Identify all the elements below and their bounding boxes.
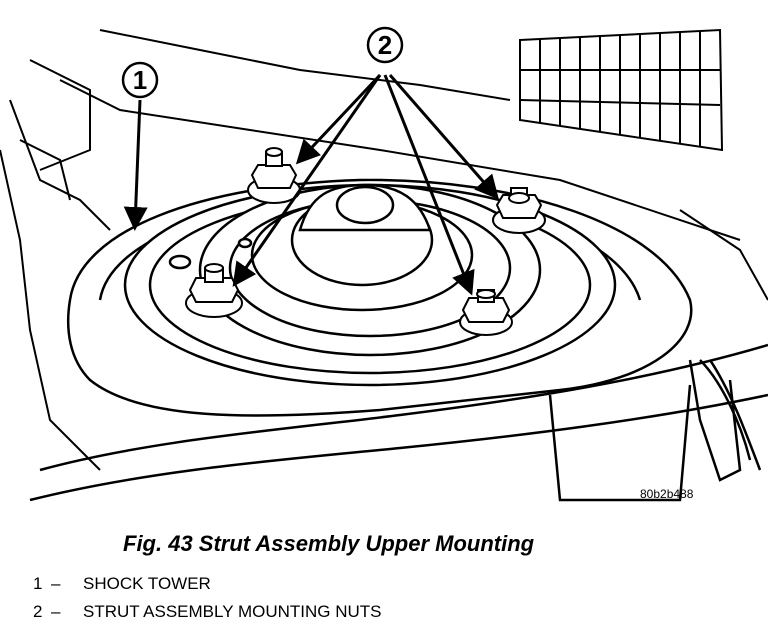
callout-2-number: 2: [378, 30, 392, 60]
legend-item-2: 2– STRUT ASSEMBLY MOUNTING NUTS: [33, 598, 382, 626]
legend-separator: –: [51, 602, 61, 621]
legend-number: 1: [33, 574, 43, 593]
callout-2-arrow-c: [383, 74, 475, 296]
fender: [29, 343, 768, 502]
callout-1-number: 1: [133, 65, 147, 95]
callout-1: 1: [121, 61, 159, 231]
legend-item-1: 1– SHOCK TOWER: [33, 570, 382, 598]
grille: [519, 28, 724, 152]
nut-bottom-right: [459, 289, 513, 336]
legend-separator: –: [51, 574, 61, 593]
callout-1-arrow: [123, 99, 148, 231]
legend: 1– SHOCK TOWER 2– STRUT ASSEMBLY MOUNTING …: [33, 570, 382, 626]
legend-number: 2: [33, 602, 43, 621]
nut-bottom-left: [185, 263, 243, 318]
figure-caption: Fig. 43 Strut Assembly Upper Mounting: [123, 531, 535, 556]
strut-plate: [168, 183, 542, 357]
image-code: 80b2b488: [640, 487, 694, 501]
callout-2-arrow-d: [388, 74, 499, 200]
callout-2: 2: [232, 26, 499, 296]
legend-label: SHOCK TOWER: [83, 574, 211, 593]
legend-label: STRUT ASSEMBLY MOUNTING NUTS: [83, 602, 382, 621]
callout-2-arrow-b: [232, 74, 382, 287]
nut-top-right: [492, 187, 546, 234]
mounting-nuts: [185, 147, 546, 336]
strut-mount-illustration: 1 2: [0, 26, 768, 502]
nut-top-left: [247, 147, 301, 204]
callout-2-arrow-a: [295, 73, 382, 165]
